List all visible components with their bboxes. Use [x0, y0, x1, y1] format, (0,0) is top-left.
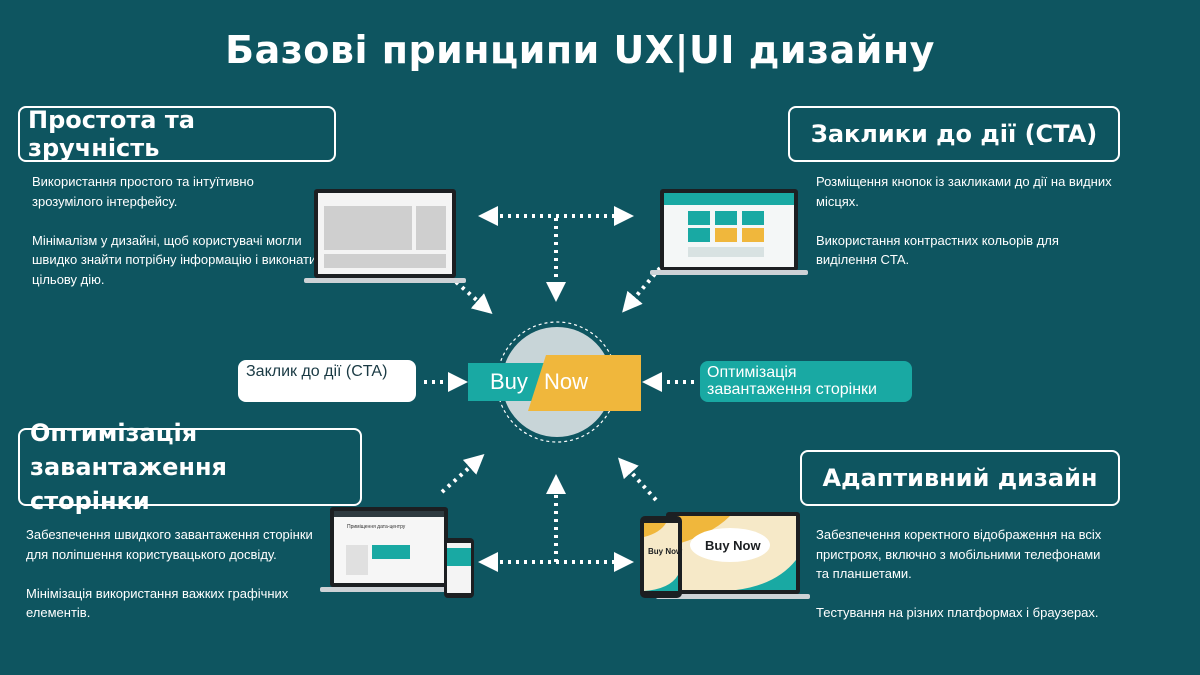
phone-yellow-wave: [644, 523, 666, 537]
arrow-bottomleft-diagonal: [440, 453, 485, 494]
laptop-wireframe-illustration: [304, 189, 466, 283]
desc-simplicity-p1: Використання простого та інтуїтивно зроз…: [32, 174, 254, 209]
buy-now-label-buy: Buy: [490, 369, 528, 394]
opt-site-bar: [334, 511, 444, 517]
connector-arrows: [424, 206, 694, 572]
desc-cta-p2: Використання контрастних кольорів для ви…: [816, 232, 1059, 268]
heading-simplicity: Простота та зручність: [18, 106, 336, 162]
cloud-shape: [690, 528, 770, 562]
cloud-text: Buy Now: [705, 538, 762, 553]
desc-adaptive-p1: Забезпечення коректного відображення на …: [816, 527, 1102, 581]
optimization-pill: Оптимізація завантаження сторінки: [700, 361, 912, 402]
adaptive-teal-wave: [736, 560, 796, 590]
desc-optimization-p2: Мінімізація використання важких графічни…: [26, 585, 289, 621]
opt-text-block: [346, 545, 368, 575]
wireframe-block-main: [324, 206, 412, 250]
cta-tile-6: [742, 228, 764, 242]
desc-optimization-p1: Забезпечення швидкого завантаження сторі…: [26, 527, 313, 562]
desc-optimization: Забезпечення швидкого завантаження сторі…: [26, 525, 326, 642]
cta-site-header: [664, 193, 794, 205]
laptop-cta-illustration: [650, 189, 808, 275]
heading-cta: Заклики до дії (CTA): [788, 106, 1120, 162]
page-title: Базові принципи UX|UI дизайну: [225, 28, 935, 72]
desc-cta-p1: Розміщення кнопок із закликами до дії на…: [816, 174, 1112, 209]
cta-text-lines: [688, 247, 764, 257]
cta-tile-1: [688, 211, 710, 225]
laptop-cta-base: [650, 270, 808, 275]
phone-text: Buy Now: [648, 547, 683, 556]
center-cta-graphic: Buy Now: [468, 321, 641, 443]
phone-opt-teal: [447, 548, 471, 566]
opt-site-heading: Приміщення дата-центру: [347, 524, 406, 530]
laptop-wireframe-base: [304, 278, 466, 283]
laptop-adaptive-base: [656, 594, 810, 599]
arrow-topleft-diagonal: [454, 280, 493, 314]
laptop-phone-illustration: Приміщення дата-центру: [320, 507, 474, 598]
desc-adaptive: Забезпечення коректного відображення на …: [816, 525, 1116, 642]
desc-simplicity-p2: Мінімалізм у дизайні, щоб користувачі мо…: [32, 232, 317, 287]
opt-teal-block: [372, 545, 410, 559]
desc-adaptive-p2: Тестування на різних платформах і браузе…: [816, 605, 1099, 620]
phone-teal-wave: [644, 575, 678, 591]
cta-tile-2: [715, 211, 737, 225]
adaptive-yellow-wave: [670, 516, 730, 546]
buy-now-label-now: Now: [544, 369, 588, 394]
desc-simplicity: Використання простого та інтуїтивно зроз…: [32, 172, 322, 309]
cta-pill: Заклик до дії (CTA): [238, 360, 416, 402]
cta-tile-3: [742, 211, 764, 225]
arrow-bottomright-diagonal: [617, 457, 658, 502]
wireframe-block-side: [416, 206, 446, 250]
cta-tile-5: [715, 228, 737, 242]
laptop-opt-base: [320, 587, 458, 592]
adaptive-devices-illustration: Buy Now Buy Now: [640, 512, 810, 599]
wireframe-block-bottom: [324, 254, 446, 268]
desc-cta: Розміщення кнопок із закликами до дії на…: [816, 172, 1116, 289]
cta-tile-4: [688, 228, 710, 242]
now-button-shape: [528, 355, 641, 411]
heading-adaptive: Адаптивний дизайн: [800, 450, 1120, 506]
